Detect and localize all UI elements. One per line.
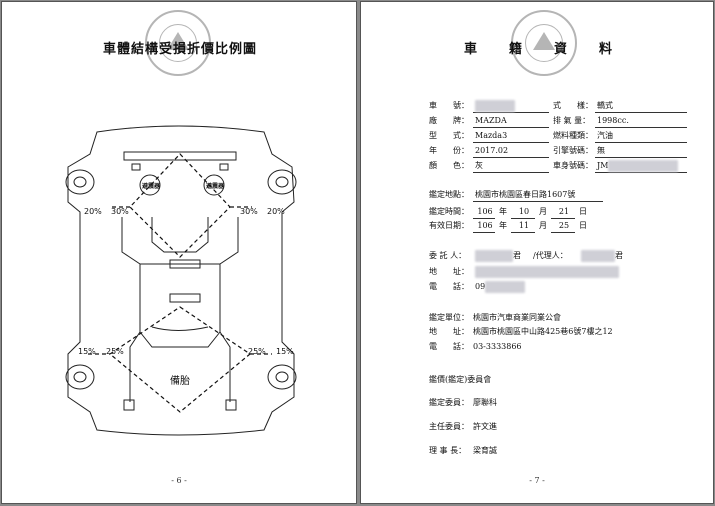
front-left-outer-percent: 20% — [84, 207, 102, 216]
row-year: 年 份： 2017.02 引擎號碼： 無 — [429, 145, 689, 158]
rear-left-inner-percent: 25% — [106, 347, 124, 356]
left-page: 車體結構受損折價比例圖 — [1, 1, 357, 504]
engine-value: 無 — [595, 145, 687, 158]
committee-heading: 鑑價(鑑定)委員會 — [429, 375, 492, 384]
plate-value: x — [473, 100, 549, 113]
row-org-address: 地 址： 桃園市桃園區中山路425巷6號7樓之12 — [429, 327, 613, 336]
rear-left-outer-percent: 15% — [78, 347, 96, 356]
client-phone: 09x — [473, 281, 535, 293]
style-value: 轎式 — [595, 100, 687, 113]
spare-tire-label: 備胎 — [170, 376, 190, 387]
client-name: x君 — [473, 250, 533, 262]
row-valid-date: 有效日期： 106 年 11 月 25 日 — [429, 220, 689, 233]
row-brand: 廠 牌： MAZDA 排 氣 量： 1998cc. — [429, 115, 689, 128]
color-value: 灰 — [473, 160, 549, 173]
association-seal — [511, 10, 577, 76]
diagram-title: 車體結構受損折價比例圖 — [102, 42, 257, 57]
shock-tower-right-label: 避震器 — [206, 183, 225, 190]
vehicle-registry-title: 車籍資料 — [463, 42, 613, 57]
row-org-phone: 電 話： 03-3333866 — [429, 342, 522, 351]
car-body-diagram — [65, 125, 297, 436]
row-model: 型 式： Mazda3 燃料種類： 汽油 — [429, 130, 689, 143]
rear-right-outer-percent: 15% — [276, 347, 294, 356]
client-address: x — [473, 266, 623, 278]
row-location: 鑑定地點： 桃園市桃園區春日路1607號 — [429, 189, 689, 202]
page-number-7: - 7 - — [529, 476, 545, 485]
row-appraisal-time: 鑑定時間： 106 年 10 月 21 日 — [429, 206, 689, 219]
row-chief: 主任委員： 許文進 — [429, 422, 497, 431]
row-client: 委 託 人： x君 /代理人： x君 — [429, 250, 689, 262]
front-left-inner-percent: 30% — [111, 207, 129, 216]
displacement-value: 1998cc. — [595, 115, 687, 128]
agent-name: x君 — [579, 250, 641, 262]
row-plate: 車 號： x 式 樣： 轎式 — [429, 100, 689, 113]
year-value: 2017.02 — [473, 145, 549, 158]
shock-tower-left-label: 避震器 — [142, 183, 161, 190]
row-color: 顏 色： 灰 車身號碼： JMx — [429, 160, 689, 173]
front-right-outer-percent: 20% — [267, 207, 285, 216]
row-member: 鑑定委員： 廖聯科 — [429, 398, 497, 407]
association-seal — [145, 10, 211, 76]
vin-value: JMx — [595, 160, 687, 173]
page-number-6: - 6 - — [171, 476, 187, 485]
location-value: 桃園市桃園區春日路1607號 — [473, 189, 603, 202]
row-client-phone: 電 話： 09x — [429, 281, 689, 293]
rear-right-inner-percent: 25% — [248, 347, 266, 356]
row-director: 理 事 長： 梁育誠 — [429, 446, 497, 455]
fuel-value: 汽油 — [595, 130, 687, 143]
row-client-address: 地 址： x — [429, 266, 689, 278]
row-org-unit: 鑑定單位： 桃園市汽車商業同業公會 — [429, 313, 561, 322]
brand-value: MAZDA — [473, 115, 549, 128]
front-right-inner-percent: 30% — [240, 207, 258, 216]
model-value: Mazda3 — [473, 130, 549, 143]
